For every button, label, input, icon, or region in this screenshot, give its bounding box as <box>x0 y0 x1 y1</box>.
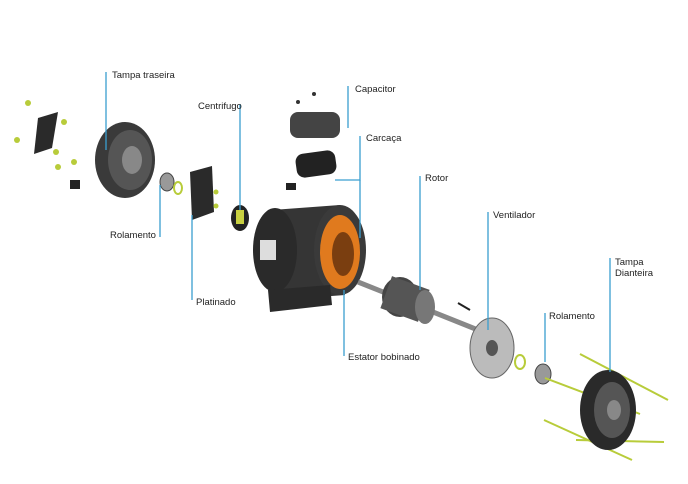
label-carcaca: Carcaça <box>366 133 402 144</box>
label-tampa-dianteira-1: Tampa <box>615 257 644 268</box>
fan-part <box>469 317 515 379</box>
label-rolamento-traseiro: Rolamento <box>110 230 156 241</box>
label-platinado: Platinado <box>196 297 236 308</box>
rotor-part <box>357 276 479 333</box>
label-rolamento-dianteiro: Rolamento <box>549 311 595 322</box>
rear-plug <box>70 180 80 189</box>
label-rotor: Rotor <box>425 173 449 184</box>
label-tampa-dianteira-2: Dianteira <box>615 268 654 279</box>
label-capacitor: Capacitor <box>355 84 396 95</box>
motor-frame <box>253 205 366 312</box>
front-cover <box>543 353 669 461</box>
label-tampa-traseira: Tampa traseira <box>112 70 175 81</box>
label-centrifugo: Centrifugo <box>198 101 242 112</box>
rear-cover <box>95 122 155 198</box>
label-ventilador: Ventilador <box>493 210 536 221</box>
label-estator-bobinado: Estator bobinado <box>348 352 420 363</box>
capacitor-part <box>286 92 340 190</box>
leader-lines <box>105 72 611 372</box>
front-bearing <box>534 363 552 385</box>
rear-screws <box>14 100 77 170</box>
rear-plate <box>34 112 58 154</box>
rear-bearing <box>159 172 175 192</box>
platinado-part <box>190 166 214 220</box>
